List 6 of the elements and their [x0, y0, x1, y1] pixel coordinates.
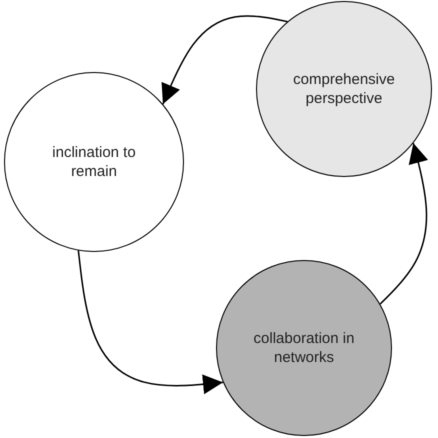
curved-arrow [162, 15, 288, 104]
curved-arrow [380, 143, 428, 305]
node-label: inclination to remain [51, 142, 137, 182]
curved-arrow [78, 250, 224, 394]
node-label: collaboration in networks [252, 328, 356, 368]
node-label: comprehensive perspective [292, 70, 396, 108]
